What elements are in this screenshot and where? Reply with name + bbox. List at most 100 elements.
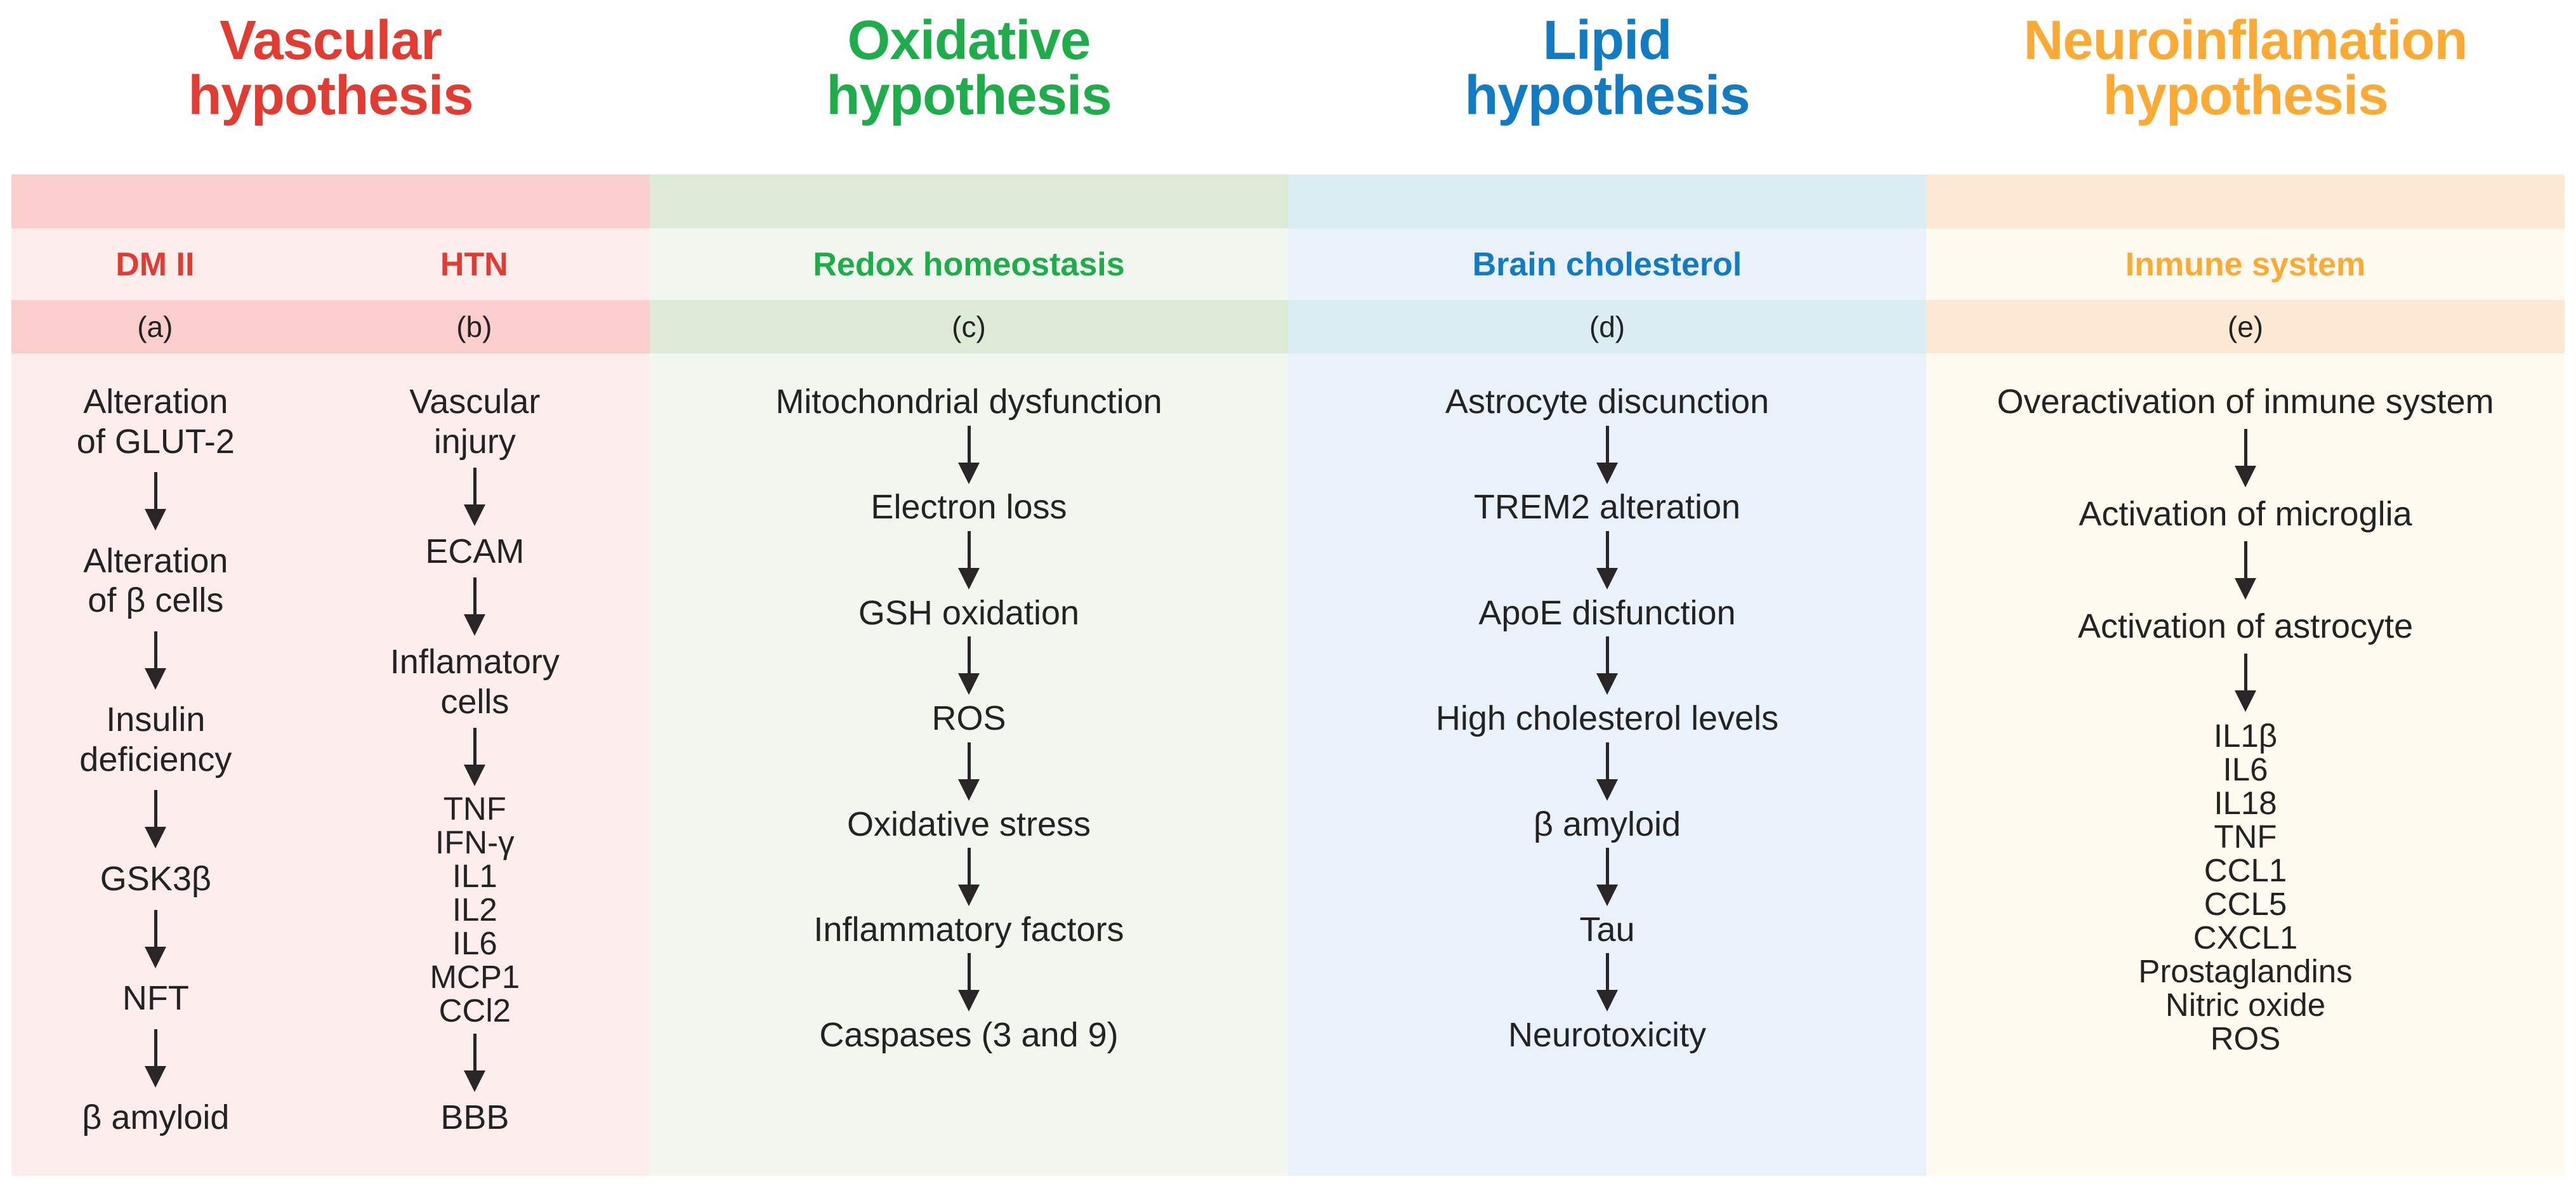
subheader-band-oxidative: Redox homeostasis [650,228,1288,300]
step-line: Inflamatory [390,642,560,681]
step-line: Activation of microglia [2079,494,2412,533]
down-arrow-icon [967,953,971,991]
step-line: IL6 [452,925,497,962]
step-line: ROS [931,699,1006,738]
letter-band-lipid: (d) [1288,300,1926,353]
top-band-lipid [1288,174,1926,228]
flow-step: Activation of microglia [2079,494,2412,534]
flow-step: High cholesterol levels [1436,699,1778,739]
down-arrow-icon [2244,653,2247,690]
flow-step: Caspases (3 and 9) [819,1015,1118,1055]
panel-title-line: Lipid [1542,10,1672,71]
top-band-neuroinflamation [1926,174,2565,228]
panel-lipid: Brain cholesterol (d)Astrocyte discunctio… [1288,174,1926,1176]
step-line: IL2 [452,892,497,928]
down-arrow-icon [473,727,476,765]
down-arrow-icon [154,1029,157,1066]
flow-step: GSH oxidation [858,593,1079,633]
step-line: Caspases (3 and 9) [819,1016,1119,1055]
step-line: ApoE disfunction [1478,593,1736,632]
down-arrow-icon [154,909,157,947]
step-line: CXCL1 [2193,919,2298,956]
step-line: TNF [2214,818,2277,855]
step-line: cells [440,682,509,721]
panel-title-line: hypothesis [1464,65,1750,126]
step-line: Prostaglandins [2138,952,2353,989]
flow-step: Tau [1579,910,1634,950]
step-line: GSH oxidation [858,593,1080,632]
panel-letter: (b) [456,310,492,343]
flow-step: TREM2 alteration [1474,487,1740,527]
panel-title-line: hypothesis [826,65,1112,126]
subheader-band-neuroinflamation: Inmune system [1926,228,2565,300]
step-line: CCL1 [2204,852,2287,888]
panel-title-line: Vascular [220,10,442,71]
step-line: TNF [443,791,506,827]
step-line: deficiency [79,741,232,779]
down-arrow-icon [1605,742,1609,779]
step-line: of GLUT-2 [76,422,235,461]
subheader-label: Inmune system [2125,246,2366,283]
down-arrow-icon [473,1033,476,1070]
step-line: Mitochondrial dysfunction [775,383,1162,421]
subheader-label: Redox homeostasis [813,246,1125,283]
step-line: IL1 [452,858,497,895]
down-arrow-icon [967,425,971,463]
step-line: Insulin [106,701,206,739]
flow-step: β amyloid [1534,805,1681,845]
step-line: Inflammatory factors [813,910,1124,949]
panel-title-line: Oxidative [847,10,1091,71]
panel-letter: (e) [2227,310,2264,343]
flow-step: ECAM [425,532,524,572]
step-line: of β cells [88,581,224,620]
letter-band-neuroinflamation: (e) [1926,300,2565,353]
panel-letter: (a) [137,310,173,343]
subheader-label: Brain cholesterol [1472,246,1742,283]
panel-letter: (c) [952,310,986,343]
down-arrow-icon [1605,848,1609,885]
step-line: NFT [122,979,189,1018]
step-line: Oxidative stress [846,805,1091,843]
step-line: ECAM [425,532,525,571]
letter-band-oxidative: (c) [650,300,1288,353]
down-arrow-icon [967,636,971,674]
step-line: β amyloid [82,1098,230,1137]
step-line: β amyloid [1533,805,1681,843]
step-line: Alteration [83,541,228,580]
subheader-band-lipid: Brain cholesterol [1288,228,1926,300]
step-line: Vascular [409,383,541,421]
step-line: injury [433,422,516,461]
step-line: TREM2 alteration [1473,488,1741,527]
down-arrow-icon [2244,541,2247,578]
step-line: ROS [2210,1020,2281,1056]
step-line: CCl2 [438,992,511,1029]
down-arrow-icon [1605,953,1609,991]
subheader-label: DM II [115,246,195,283]
step-line: GSK3β [100,860,211,898]
flow-step: ApoE disfunction [1478,593,1735,633]
down-arrow-icon [154,471,157,509]
panel-oxidative: Redox homeostasis (c) Mitochondrial dysfun… [650,174,1288,1176]
flow-step: BBB [440,1098,509,1138]
step-line: Neurotoxicity [1508,1016,1707,1055]
flow-step: Overactivation of inmune system [1997,382,2494,422]
down-arrow-icon [473,467,476,504]
down-arrow-icon [473,577,476,615]
down-arrow-icon [967,530,971,568]
flow-step: Oxidative stress [847,805,1091,845]
